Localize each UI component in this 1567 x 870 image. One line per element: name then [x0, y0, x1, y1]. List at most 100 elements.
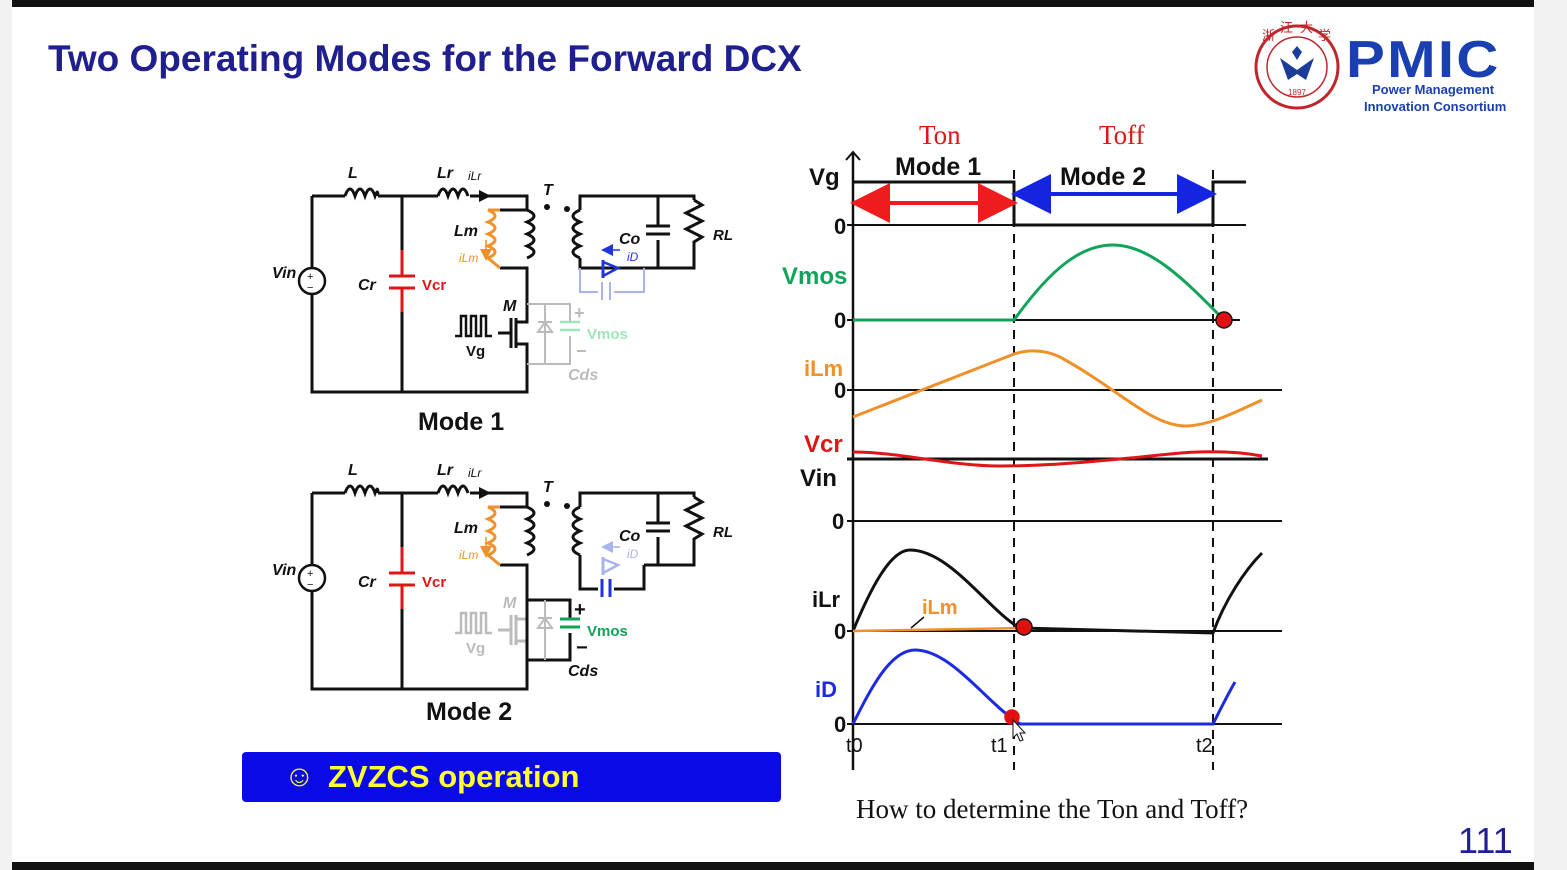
svg-text:RL: RL: [713, 524, 733, 541]
zvs-marker: [1215, 311, 1233, 329]
svg-text:Lr: Lr: [437, 462, 454, 479]
mode1-labels: L Lr iLr T Lm iLm Vin Cr Vcr Co iD RL M …: [272, 165, 733, 436]
svg-text:L: L: [348, 462, 358, 479]
transformer-primary: [523, 208, 536, 260]
vin-source: [297, 266, 327, 296]
svg-text:Vg: Vg: [466, 640, 485, 657]
svg-text:Cds: Cds: [568, 663, 598, 680]
svg-text:−: −: [307, 579, 313, 591]
svg-text:iLr: iLr: [468, 466, 482, 480]
svg-text:0: 0: [832, 509, 844, 534]
inductor-Lr: [436, 187, 470, 201]
mode1-label: Mode 1: [895, 153, 981, 181]
zvzcs-banner: ☺ ZVZCS operation: [242, 752, 781, 802]
svg-text:0: 0: [834, 619, 846, 644]
pmic-logo: PMIC: [1346, 31, 1501, 89]
svg-text:Cr: Cr: [358, 574, 377, 591]
mode2-caption: Mode 2: [426, 698, 512, 726]
mode2-label: Mode 2: [1060, 163, 1146, 191]
svg-text:+: +: [307, 568, 313, 580]
svg-text:M: M: [503, 595, 517, 612]
svg-text:Vmos: Vmos: [587, 623, 628, 640]
svg-text:−: −: [307, 282, 313, 294]
svg-text:+: +: [574, 599, 586, 621]
svg-text:L: L: [348, 165, 358, 182]
inductor-Lm: [484, 208, 501, 270]
svg-text:M: M: [503, 298, 517, 315]
svg-text:Vmos: Vmos: [782, 263, 847, 290]
svg-text:Vin: Vin: [272, 562, 297, 579]
svg-text:Vg: Vg: [466, 343, 485, 360]
slide-right-margin: [1534, 0, 1567, 870]
svg-text:T: T: [543, 479, 554, 496]
svg-text:RL: RL: [713, 227, 733, 244]
pmic-subtitle-2: Innovation Consortium: [1364, 99, 1507, 114]
svg-text:T: T: [543, 182, 554, 199]
svg-text:Vg: Vg: [809, 164, 840, 191]
svg-text:Vin: Vin: [272, 265, 297, 282]
ilm-waveform: [852, 349, 1263, 428]
zvzcs-text: ZVZCS operation: [328, 759, 580, 794]
svg-text:Lm: Lm: [454, 223, 478, 240]
zcs-marker: [1015, 618, 1033, 636]
vcr-waveform: [852, 450, 1263, 468]
inductor-L: [343, 187, 380, 201]
toff-label: Toff: [1099, 120, 1145, 150]
mode1-circuit: + −: [297, 187, 706, 394]
smiley-icon: ☺: [284, 760, 315, 793]
svg-text:0: 0: [834, 308, 846, 333]
svg-text:0: 0: [834, 378, 846, 403]
svg-text:−: −: [576, 637, 588, 659]
svg-text:Co: Co: [619, 528, 641, 545]
slide-left-margin: [0, 0, 12, 870]
svg-text:Co: Co: [619, 231, 641, 248]
svg-text:Vcr: Vcr: [804, 431, 843, 458]
capacitor-Co: [646, 224, 670, 236]
svg-text:0: 0: [834, 214, 846, 239]
question-text: How to determine the Ton and Toff?: [856, 794, 1249, 824]
capacitor-Cr: [389, 274, 415, 290]
svg-text:+: +: [574, 303, 585, 323]
mode2-circuit: + −: [297, 484, 706, 691]
svg-text:iLm: iLm: [459, 548, 478, 562]
svg-text:Vmos: Vmos: [587, 326, 628, 343]
id-waveform: [851, 648, 1237, 726]
svg-text:Cr: Cr: [358, 277, 377, 294]
svg-text:iLr: iLr: [812, 587, 841, 612]
svg-text:Cds: Cds: [568, 367, 598, 384]
svg-text:Vin: Vin: [800, 465, 837, 492]
svg-text:Vcr: Vcr: [422, 574, 446, 591]
transformer-secondary: [571, 208, 584, 260]
tick-t2: t2: [1196, 735, 1213, 757]
svg-text:iD: iD: [627, 250, 639, 264]
top-border: [12, 0, 1534, 7]
ilr-waveform: [851, 548, 1264, 635]
bottom-border: [12, 862, 1534, 870]
ton-label: Ton: [919, 120, 961, 150]
svg-text:iLr: iLr: [468, 169, 482, 183]
mode2-labels: L Lr iLr T Lm iLm Vin Cr Vcr Co iD RL M …: [272, 462, 733, 726]
svg-text:iLm: iLm: [804, 356, 843, 381]
vmos-waveform: [853, 243, 1226, 322]
svg-text:Lm: Lm: [454, 520, 478, 537]
svg-text:0: 0: [834, 712, 846, 737]
resistor-RL: [682, 198, 706, 248]
zcs-marker-diode: [1004, 709, 1020, 725]
svg-text:iLm: iLm: [922, 597, 958, 619]
slide-title: Two Operating Modes for the Forward DCX: [48, 38, 802, 79]
tick-t0: t0: [846, 735, 863, 757]
svg-text:+: +: [307, 271, 313, 283]
svg-text:−: −: [576, 341, 587, 361]
mode1-caption: Mode 1: [418, 408, 504, 436]
page-number: 111: [1458, 820, 1513, 861]
svg-text:iD: iD: [627, 547, 639, 561]
svg-text:Vcr: Vcr: [422, 277, 446, 294]
svg-text:Lr: Lr: [437, 165, 454, 182]
svg-text:iD: iD: [815, 677, 837, 702]
svg-text:iLm: iLm: [459, 251, 478, 265]
mouse-cursor-icon: [1012, 718, 1027, 742]
gate-pulse: [455, 314, 492, 338]
tick-t1: t1: [991, 735, 1008, 757]
